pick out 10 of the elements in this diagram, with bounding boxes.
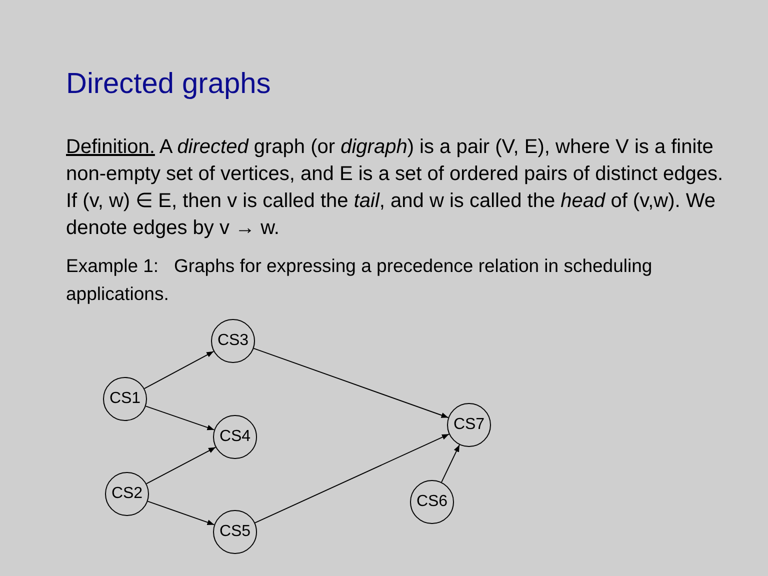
arrow (441, 444, 460, 483)
slide-title: Directed graphs (66, 67, 271, 102)
arrow (253, 348, 449, 418)
definition-paragraph: Definition. A directed graph (or digraph) is a pair (V, E), where V is a finite non-empty set of vertices, and E is a set of ordered pairs of distinct edges. If (v, w) ∈ E, then v is called the tail, and w is called the head of (v,w). We denote edges by v → w. (66, 135, 724, 241)
arrow (146, 446, 216, 484)
example-text: Example 1: Graphs for expressing a precedence relation in scheduling applications. (66, 254, 654, 306)
arrow (144, 350, 214, 390)
arrow (254, 434, 450, 524)
arrow (147, 500, 215, 526)
arrow (145, 406, 215, 430)
